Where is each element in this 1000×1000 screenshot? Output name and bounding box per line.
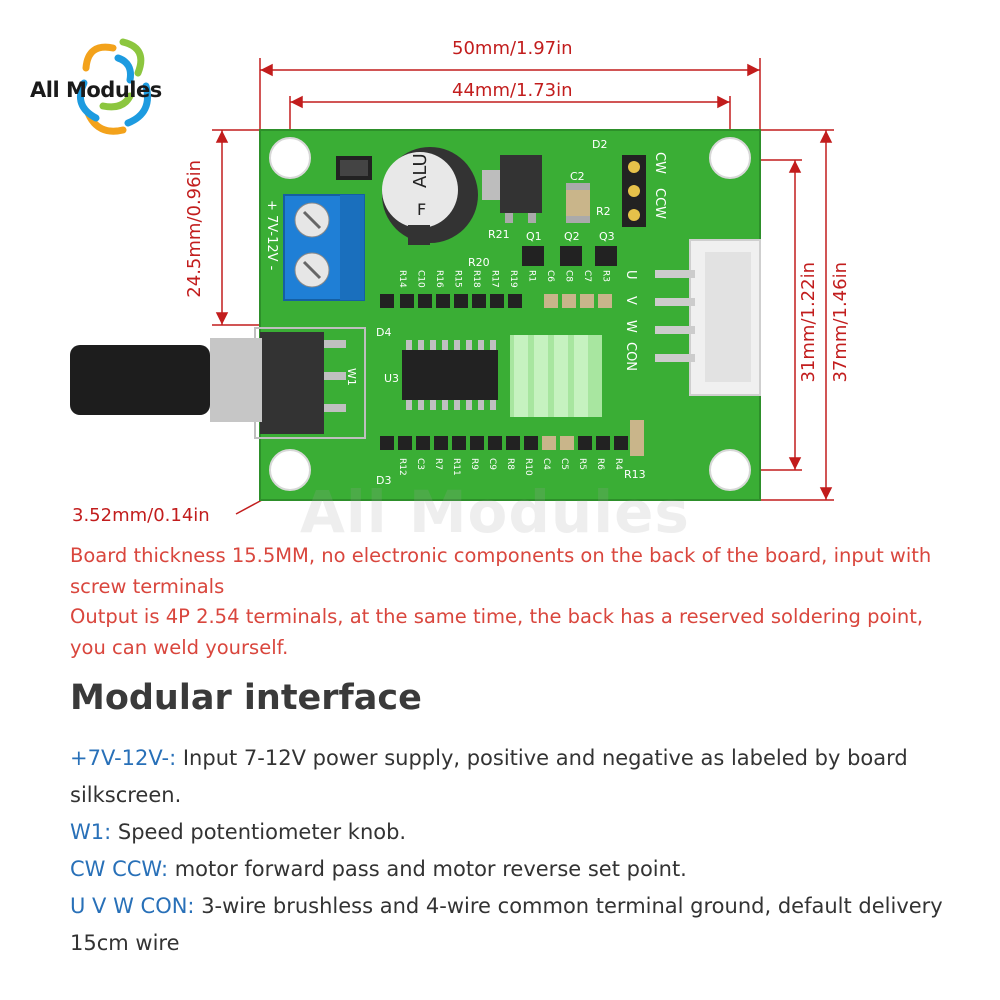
silk-d3: D3: [376, 474, 391, 487]
silk-q2: Q2: [564, 230, 580, 243]
interface-key: +7V-12V-:: [70, 746, 177, 770]
component-label: C6: [545, 270, 555, 282]
component-label: R5: [577, 458, 587, 470]
dim-offset-bottom: 3.52mm/0.14in: [72, 505, 210, 526]
pcb: [70, 129, 761, 501]
top-row-labels: R14 C10 R16 R15 R18 R17 R19 R1 C6 C8 C7 R3: [397, 270, 611, 288]
silk-d2: D2: [592, 138, 607, 151]
component-label: C7: [582, 270, 592, 282]
dim-width-outer: 50mm/1.97in: [452, 38, 573, 59]
component-label: R4: [613, 458, 623, 470]
silk-ccw: CCW: [652, 188, 667, 219]
interface-text: Speed potentiometer knob.: [111, 820, 407, 844]
component-label: R15: [453, 270, 463, 288]
silk-w: W: [623, 320, 638, 333]
interface-item-cw-ccw: CW CCW: motor forward pass and motor rev…: [70, 851, 950, 888]
silk-v: V: [623, 296, 638, 305]
pcb-board-diagram: D2 C2 R2 R21 R20 Q1 Q2 Q3 D4 U3 D3 R13 F…: [70, 58, 834, 515]
silk-con: CON: [623, 342, 638, 371]
silk-r2: R2: [596, 205, 611, 218]
component-label: C5: [559, 458, 569, 470]
interface-text: 3-wire brushless and 4-wire common termi…: [70, 894, 943, 955]
component-label: R3: [601, 270, 611, 282]
note-line: Board thickness 15.5MM, no electronic co…: [70, 544, 932, 598]
component-label: R11: [451, 458, 461, 476]
component-label: R12: [397, 458, 407, 476]
silk-r21: R21: [488, 228, 510, 241]
interface-key: W1:: [70, 820, 112, 844]
silk-d4: D4: [376, 326, 391, 339]
interface-item-power: +7V-12V-: Input 7-12V power supply, posi…: [70, 740, 950, 814]
component-label: R6: [595, 458, 605, 470]
component-label: C10: [416, 270, 426, 288]
component-label: C9: [487, 458, 497, 470]
bottom-row-labels: R12 C3 R7 R11 R9 C9 R8 R10 C4 C5 R5 R6 R4: [397, 458, 623, 476]
component-label: C3: [415, 458, 425, 470]
interface-list: +7V-12V-: Input 7-12V power supply, posi…: [70, 740, 950, 962]
interface-text: Input 7-12V power supply, positive and n…: [70, 746, 908, 807]
section-title: Modular interface: [70, 678, 422, 718]
silk-alu: ALU: [410, 153, 431, 188]
component-label: R9: [469, 458, 479, 470]
silk-r13: R13: [624, 468, 646, 481]
component-label: R10: [523, 458, 533, 476]
board-notes: Board thickness 15.5MM, no electronic co…: [70, 541, 950, 663]
component-label: R18: [471, 270, 481, 288]
component-label: R1: [527, 270, 537, 282]
dim-height-inner: 31mm/1.22in: [798, 262, 819, 383]
component-label: R17: [490, 270, 500, 288]
component-label: C4: [541, 458, 551, 470]
product-image-panel: All Modules: [30, 38, 851, 546]
component-label: R19: [508, 270, 518, 288]
dim-width-holes: 44mm/1.73in: [452, 80, 573, 101]
silk-u3: U3: [384, 372, 399, 385]
dim-height-left: 24.5mm/0.96in: [184, 160, 205, 298]
dimension-lines: [212, 58, 834, 515]
interface-key: CW CCW:: [70, 857, 169, 881]
component-label: R14: [397, 270, 407, 288]
logo-text: All Modules: [30, 78, 162, 102]
silk-q1: Q1: [526, 230, 542, 243]
silk-f: F: [417, 200, 426, 219]
silk-w1: W1: [345, 368, 358, 386]
silk-cw: CW: [652, 152, 667, 174]
note-line: Output is 4P 2.54 terminals, at the same…: [70, 605, 924, 659]
interface-item-w1: W1: Speed potentiometer knob.: [70, 814, 950, 851]
interface-item-uvw-con: U V W CON: 3-wire brushless and 4-wire c…: [70, 888, 950, 962]
silk-c2: C2: [570, 170, 585, 183]
dim-height-outer: 37mm/1.46in: [830, 262, 851, 383]
silk-r20: R20: [468, 256, 490, 269]
silkscreen-labels: D2 C2 R2 R21 R20 Q1 Q2 Q3 D4 U3 D3 R13 F…: [264, 138, 667, 487]
silk-power: + 7V-12V -: [264, 200, 279, 271]
component-label: R7: [433, 458, 443, 470]
silk-q3: Q3: [599, 230, 615, 243]
component-label: R8: [505, 458, 515, 470]
component-label: R16: [434, 270, 444, 288]
watermark: All Modules: [300, 478, 690, 546]
interface-key: U V W CON:: [70, 894, 195, 918]
component-label: C8: [564, 270, 574, 282]
brand-logo-icon: [77, 38, 151, 135]
interface-text: motor forward pass and motor reverse set…: [168, 857, 687, 881]
silk-u: U: [623, 270, 638, 280]
